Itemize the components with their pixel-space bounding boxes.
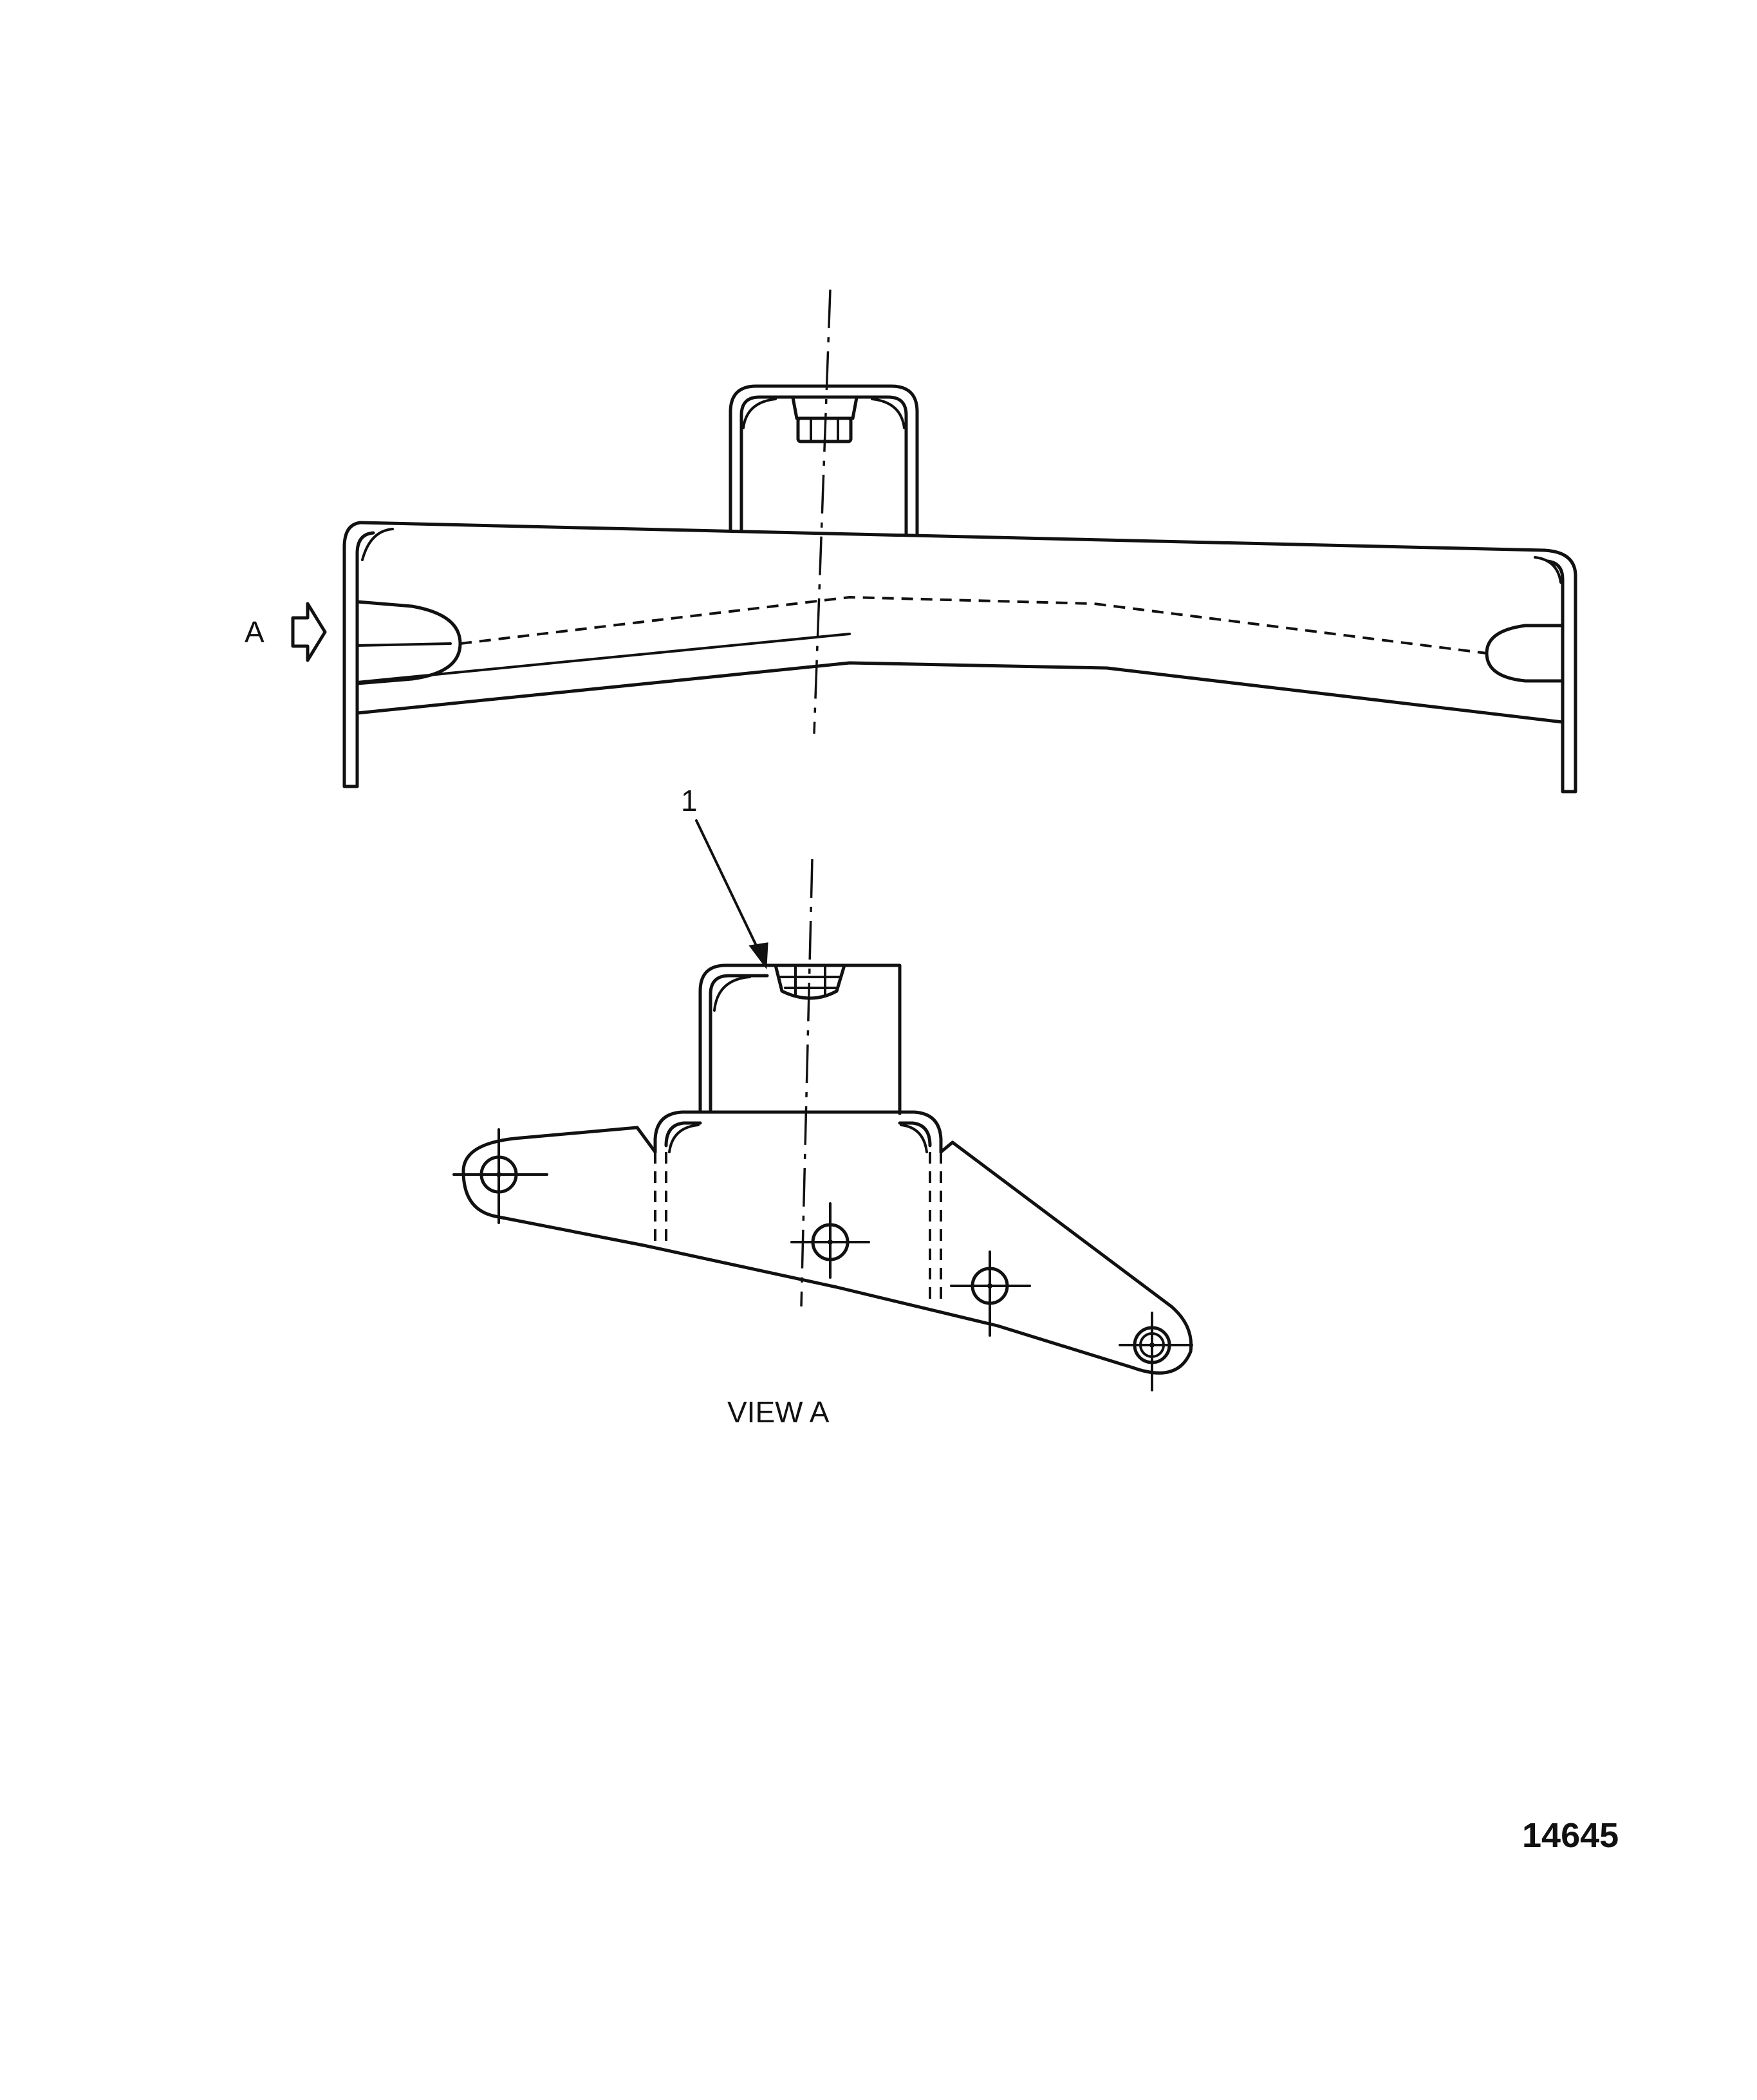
right-slot [1485,624,1565,683]
beam-inner-line [356,633,851,683]
left-flange-fillet [361,528,394,561]
hole-2 [790,1202,870,1279]
nut-view-a [774,963,846,1000]
box-fillet-right [871,398,906,429]
beam-bottom-edge [355,661,1565,724]
hole-3 [950,1250,1031,1337]
view-arrow-letter: A [245,615,265,649]
right-flange-outer [1543,548,1577,794]
view-a-box-fillet [713,976,751,1012]
left-shoulder [653,1110,702,1154]
beam-top-edge [358,521,1547,552]
left-flange-outer [342,521,375,788]
beam-hidden-line [460,595,1487,655]
crossmember-top-view: A [245,289,1577,794]
center-mount-box-outer [729,384,919,536]
view-caption: VIEW A [727,1395,830,1429]
right-flange-fillet [1534,556,1562,584]
right-shoulder [898,1110,943,1154]
view-a-drawing: 1 [452,784,1193,1429]
bracket-outline [461,1126,1193,1375]
center-mount-box-inner [739,395,908,536]
view-a-box-inner [709,974,769,1112]
callout-leader [695,819,764,960]
figure-number: 14645 [1522,1816,1619,1855]
hole-1 [452,1128,548,1224]
hole-4 [1119,1312,1193,1391]
box-fillet-left [742,398,777,429]
view-a-arrow: A [245,602,327,662]
callout-arrowhead [748,942,768,970]
view-a-centerline [800,859,813,1307]
view-a-box-outer [698,963,902,1115]
callout-number: 1 [681,784,698,817]
nut-top-view [791,396,859,443]
top-centerline [813,289,832,734]
